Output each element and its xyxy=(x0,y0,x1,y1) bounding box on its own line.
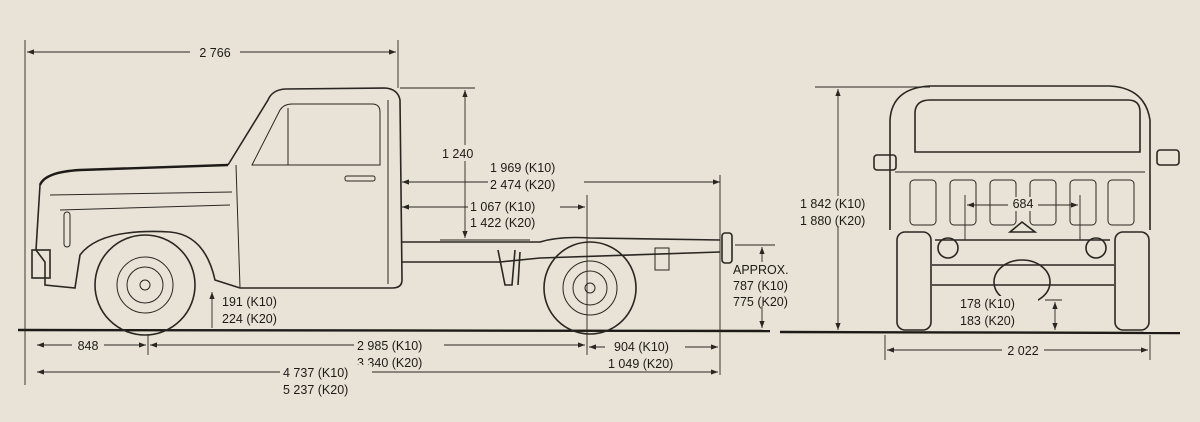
axle-clearance-k20-label: 183 (K20) xyxy=(960,314,1015,328)
front-bumper xyxy=(31,249,51,279)
axle-clearance-k10-label: 178 (K10) xyxy=(960,297,1015,311)
wheelbase-k10-label: 2 985 (K10) xyxy=(357,339,422,353)
label-background xyxy=(468,198,560,214)
front-overhang-label: 848 xyxy=(78,339,99,353)
side-view-labels: 2 766 1 240 1 969 (K10) 2 474 (K20) 1 06… xyxy=(72,44,789,397)
cab-to-axle-k10-label: 1 067 (K10) xyxy=(470,200,535,214)
frame-height-approx-label: APPROX. xyxy=(733,263,789,277)
overall-width-label: 2 022 xyxy=(1007,344,1038,358)
label-background xyxy=(72,338,104,352)
label-background xyxy=(798,196,878,226)
front-tire xyxy=(94,234,196,336)
cab-to-axle-k20-label: 1 422 (K20) xyxy=(470,216,535,230)
rear-window xyxy=(914,99,1141,153)
frame-height-k10-label: 787 (K10) xyxy=(733,279,788,293)
front-wheel xyxy=(94,234,196,336)
right-mirror xyxy=(1156,149,1180,166)
wheelbase-k20-label: 3 340 (K20) xyxy=(357,356,422,370)
rear-hub-cap xyxy=(584,282,596,294)
left-mirror xyxy=(873,154,897,171)
rear-tire xyxy=(543,241,637,335)
height-k10-label: 1 842 (K10) xyxy=(800,197,865,211)
rear-overhang-k10-label: 904 (K10) xyxy=(614,340,669,354)
ground-clearance-k10-label: 191 (K10) xyxy=(222,295,277,309)
cab-outline xyxy=(227,87,403,289)
overall-height-label: 2 766 xyxy=(199,46,230,60)
cab-rear-panel xyxy=(1107,179,1135,226)
left-shock-mount xyxy=(937,237,959,259)
rear-axle xyxy=(932,264,1114,286)
label-background xyxy=(280,365,372,379)
front-fender xyxy=(35,184,241,289)
rear-wheel xyxy=(543,241,637,335)
label-background xyxy=(438,145,482,161)
cab-rear-panel xyxy=(949,179,977,226)
ground-line-rear xyxy=(779,330,1181,335)
front-hub-cap xyxy=(139,279,151,291)
right-rear-tire xyxy=(1114,231,1150,331)
label-background xyxy=(605,340,685,354)
label-background xyxy=(190,44,240,60)
cab-rear-panel xyxy=(909,179,937,226)
label-background xyxy=(354,338,444,352)
front-hub xyxy=(126,266,164,304)
frame-height-k20-label: 775 (K20) xyxy=(733,295,788,309)
rear-overhang-k20-label: 1 049 (K20) xyxy=(608,357,673,371)
rear-hub xyxy=(572,270,608,306)
label-background xyxy=(1008,197,1038,211)
cab-rear-panel xyxy=(1069,179,1097,226)
label-background xyxy=(1002,343,1044,357)
rear-rim xyxy=(562,260,618,316)
cab-height-label: 1 240 xyxy=(442,147,473,161)
marker-light xyxy=(63,211,71,248)
label-background xyxy=(732,262,780,306)
right-shock-mount xyxy=(1085,237,1107,259)
door-front-edge xyxy=(235,164,241,289)
rear-spring-shackle xyxy=(654,247,670,271)
overall-length-k10-label: 4 737 (K10) xyxy=(283,366,348,380)
label-background xyxy=(958,296,1038,326)
chassis-frame xyxy=(402,236,721,263)
side-view-dimensions xyxy=(24,40,775,385)
body-crease-upper xyxy=(49,191,233,196)
cab-to-end-k20-label: 2 474 (K20) xyxy=(490,178,555,192)
ground-clearance-k20-label: 224 (K20) xyxy=(222,312,277,326)
label-background xyxy=(488,178,584,190)
rear-crossmember xyxy=(935,220,1110,241)
body-crease-lower xyxy=(59,204,231,211)
overall-length-k20-label: 5 237 (K20) xyxy=(283,383,348,397)
ground-line xyxy=(17,328,771,333)
door-handle xyxy=(344,175,376,182)
side-view-truck xyxy=(17,87,771,336)
spring-hanger xyxy=(497,249,521,286)
front-rim xyxy=(116,256,174,314)
left-rear-tire xyxy=(896,231,932,331)
height-k20-label: 1 880 (K20) xyxy=(800,214,865,228)
hood-line xyxy=(38,163,229,186)
cab-rear-outline xyxy=(889,85,1151,230)
rear-view-labels: 1 842 (K10) 1 880 (K20) 684 178 (K10) 18… xyxy=(798,196,1044,358)
cab-to-end-k10-label: 1 969 (K10) xyxy=(490,161,555,175)
cab-window xyxy=(251,103,381,166)
spring-spacing-label: 684 xyxy=(1013,197,1034,211)
hitch xyxy=(721,232,733,264)
